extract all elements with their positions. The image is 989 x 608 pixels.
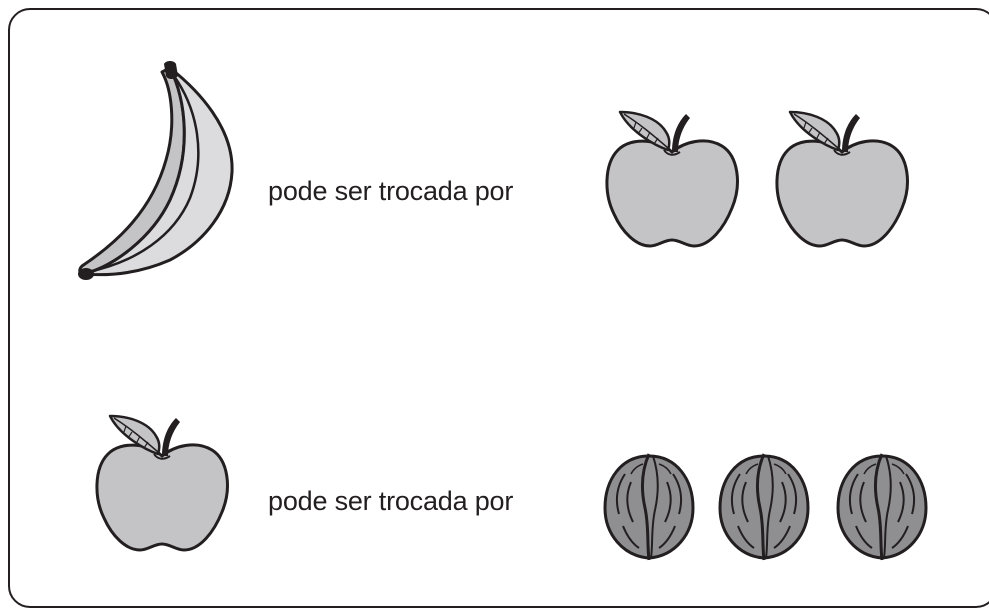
walnut-icon (603, 452, 695, 562)
apple-icon (772, 100, 912, 260)
row-2-label: pode ser trocada por (268, 486, 514, 516)
walnut-icon (718, 452, 810, 562)
apple-icon (92, 404, 232, 564)
apple-icon (602, 100, 742, 260)
walnut-icon (836, 452, 928, 562)
row-1-label: pode ser trocada por (268, 176, 514, 206)
banana-icon (74, 60, 244, 288)
